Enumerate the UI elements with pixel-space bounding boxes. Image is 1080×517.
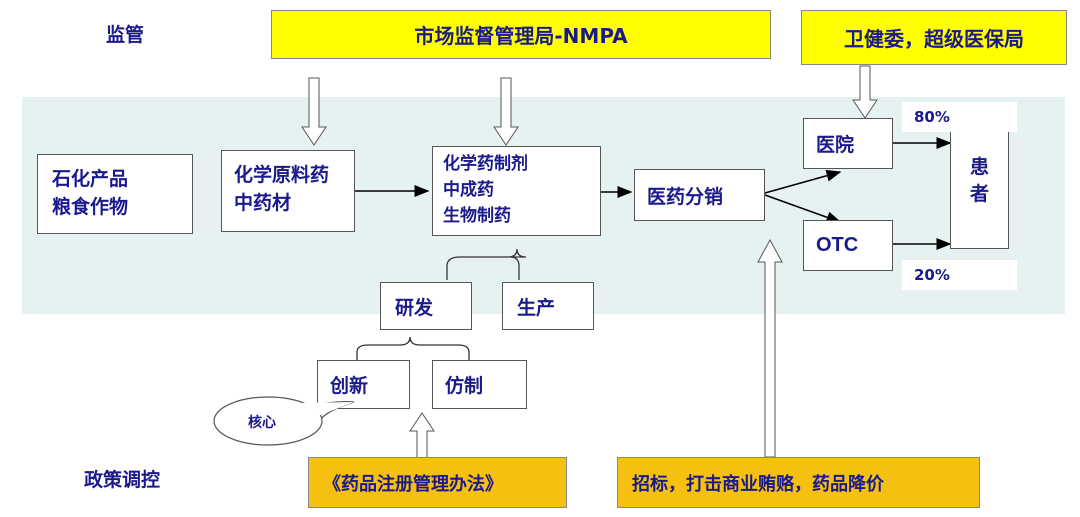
distribution-box: 医药分销: [634, 169, 765, 221]
production-label: 生产: [517, 296, 556, 319]
drugs-line-3: 生物制药: [443, 206, 511, 226]
tender-label: 招标，打击商业贿赂，药品降价: [632, 473, 884, 495]
nhc-label: 卫健委，超级医保局: [844, 27, 1024, 51]
nhc-box: 卫健委，超级医保局: [801, 10, 1067, 65]
api-line-2: 中药材: [234, 192, 292, 214]
distribution-label: 医药分销: [647, 185, 724, 208]
pct-hospital: 80%: [902, 102, 1017, 132]
patient-char-2: 者: [969, 183, 989, 205]
registration-box: 《药品注册管理办法》: [308, 457, 567, 508]
brace-drugs: [446, 248, 527, 280]
pct-otc: 20%: [902, 260, 1017, 290]
patient-char-1: 患: [969, 156, 989, 178]
down-arrow-hospital: [852, 65, 878, 119]
raw-line-1: 石化产品: [52, 168, 129, 190]
regulation-label: 监管: [106, 24, 145, 46]
api-line-1: 化学原料药: [234, 164, 330, 186]
up-arrow-tender: [757, 238, 783, 458]
nmpa-box: 市场监督管理局-NMPA: [271, 10, 771, 59]
raw-materials-box: 石化产品 粮食作物: [37, 154, 193, 234]
innovation-box: 创新: [317, 360, 410, 409]
core-label: 核心: [248, 415, 276, 431]
patient-box: 患 者: [950, 123, 1009, 249]
drugs-box: 化学药制剂 中成药 生物制药: [432, 146, 601, 236]
otc-label: OTC: [816, 234, 859, 256]
registration-label: 《药品注册管理办法》: [323, 473, 503, 495]
api-box: 化学原料药 中药材: [221, 150, 355, 232]
brace-rd: [356, 336, 470, 362]
production-box: 生产: [502, 282, 594, 330]
arrow-distribution-to-otc: [764, 194, 842, 224]
hospital-box: 医院: [803, 118, 893, 169]
generic-box: 仿制: [432, 360, 527, 409]
hospital-label: 医院: [816, 134, 855, 156]
nmpa-label: 市场监督管理局-NMPA: [414, 24, 628, 48]
tender-box: 招标，打击商业贿赂，药品降价: [617, 457, 980, 508]
down-arrow-drugs: [493, 77, 519, 146]
rd-label: 研发: [395, 296, 434, 319]
innovation-label: 创新: [330, 375, 369, 397]
policy-label: 政策调控: [84, 469, 161, 491]
down-arrow-api: [301, 77, 327, 146]
drugs-line-2: 中成药: [443, 180, 494, 200]
up-arrow-registration: [409, 412, 435, 459]
otc-box: OTC: [803, 220, 893, 271]
generic-label: 仿制: [445, 375, 484, 397]
drugs-line-1: 化学药制剂: [443, 154, 528, 174]
rd-box: 研发: [380, 282, 472, 330]
raw-line-2: 粮食作物: [52, 196, 129, 218]
arrow-distribution-to-hospital: [764, 169, 842, 194]
